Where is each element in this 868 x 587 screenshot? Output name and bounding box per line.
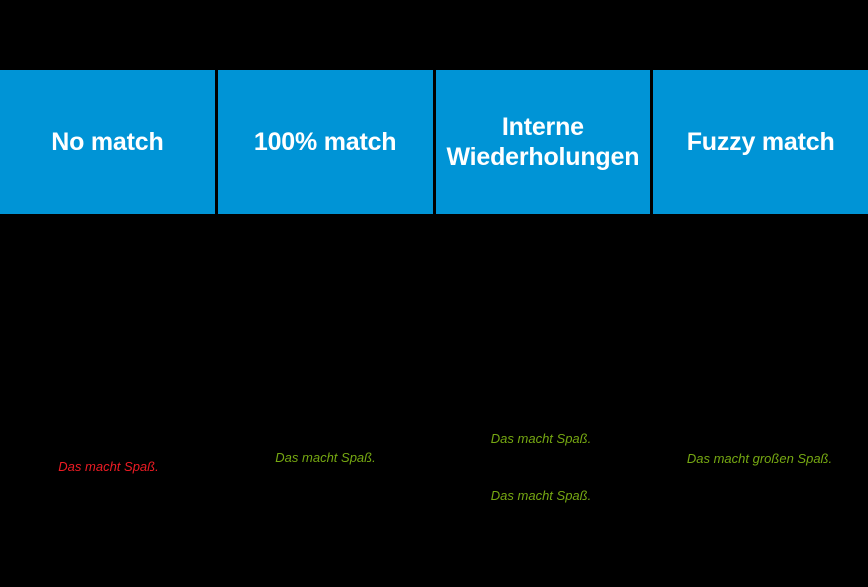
segment-text: Das macht Spaß. — [58, 459, 159, 474]
header-cell-interne-wiederholungen[interactable]: Interne Wiederholungen — [435, 70, 651, 214]
header-cell-no-match[interactable]: No match — [0, 70, 215, 214]
header-label: No match — [51, 127, 164, 156]
header-label: Fuzzy match — [686, 127, 835, 156]
header-cell-fuzzy-match[interactable]: Fuzzy match — [653, 70, 868, 214]
segment-text: Das macht Spaß. — [275, 450, 376, 465]
header-cell-100-match[interactable]: 100% match — [217, 70, 433, 214]
header-label: 100% match — [253, 127, 397, 156]
segment-text: Das macht Spaß. — [490, 431, 592, 446]
body-column-100-match: Das macht Spaß. — [220, 214, 431, 587]
segment-text: Das macht großen Spaß. — [686, 451, 833, 466]
body-column-no-match: Das macht Spaß. — [0, 214, 217, 587]
segment-text: Das macht Spaß. — [490, 488, 592, 503]
header-label: Interne Wiederholungen — [446, 112, 640, 172]
body-column-fuzzy-match: Das macht großen Spaß. — [651, 214, 868, 587]
body-column-interne-wiederholungen: Das macht Spaß. Das macht Spaß. — [434, 214, 648, 587]
body-zone: Das macht Spaß. Das macht Spaß. Das mach… — [0, 214, 868, 587]
header-row: No match 100% match Interne Wiederholung… — [0, 70, 868, 214]
